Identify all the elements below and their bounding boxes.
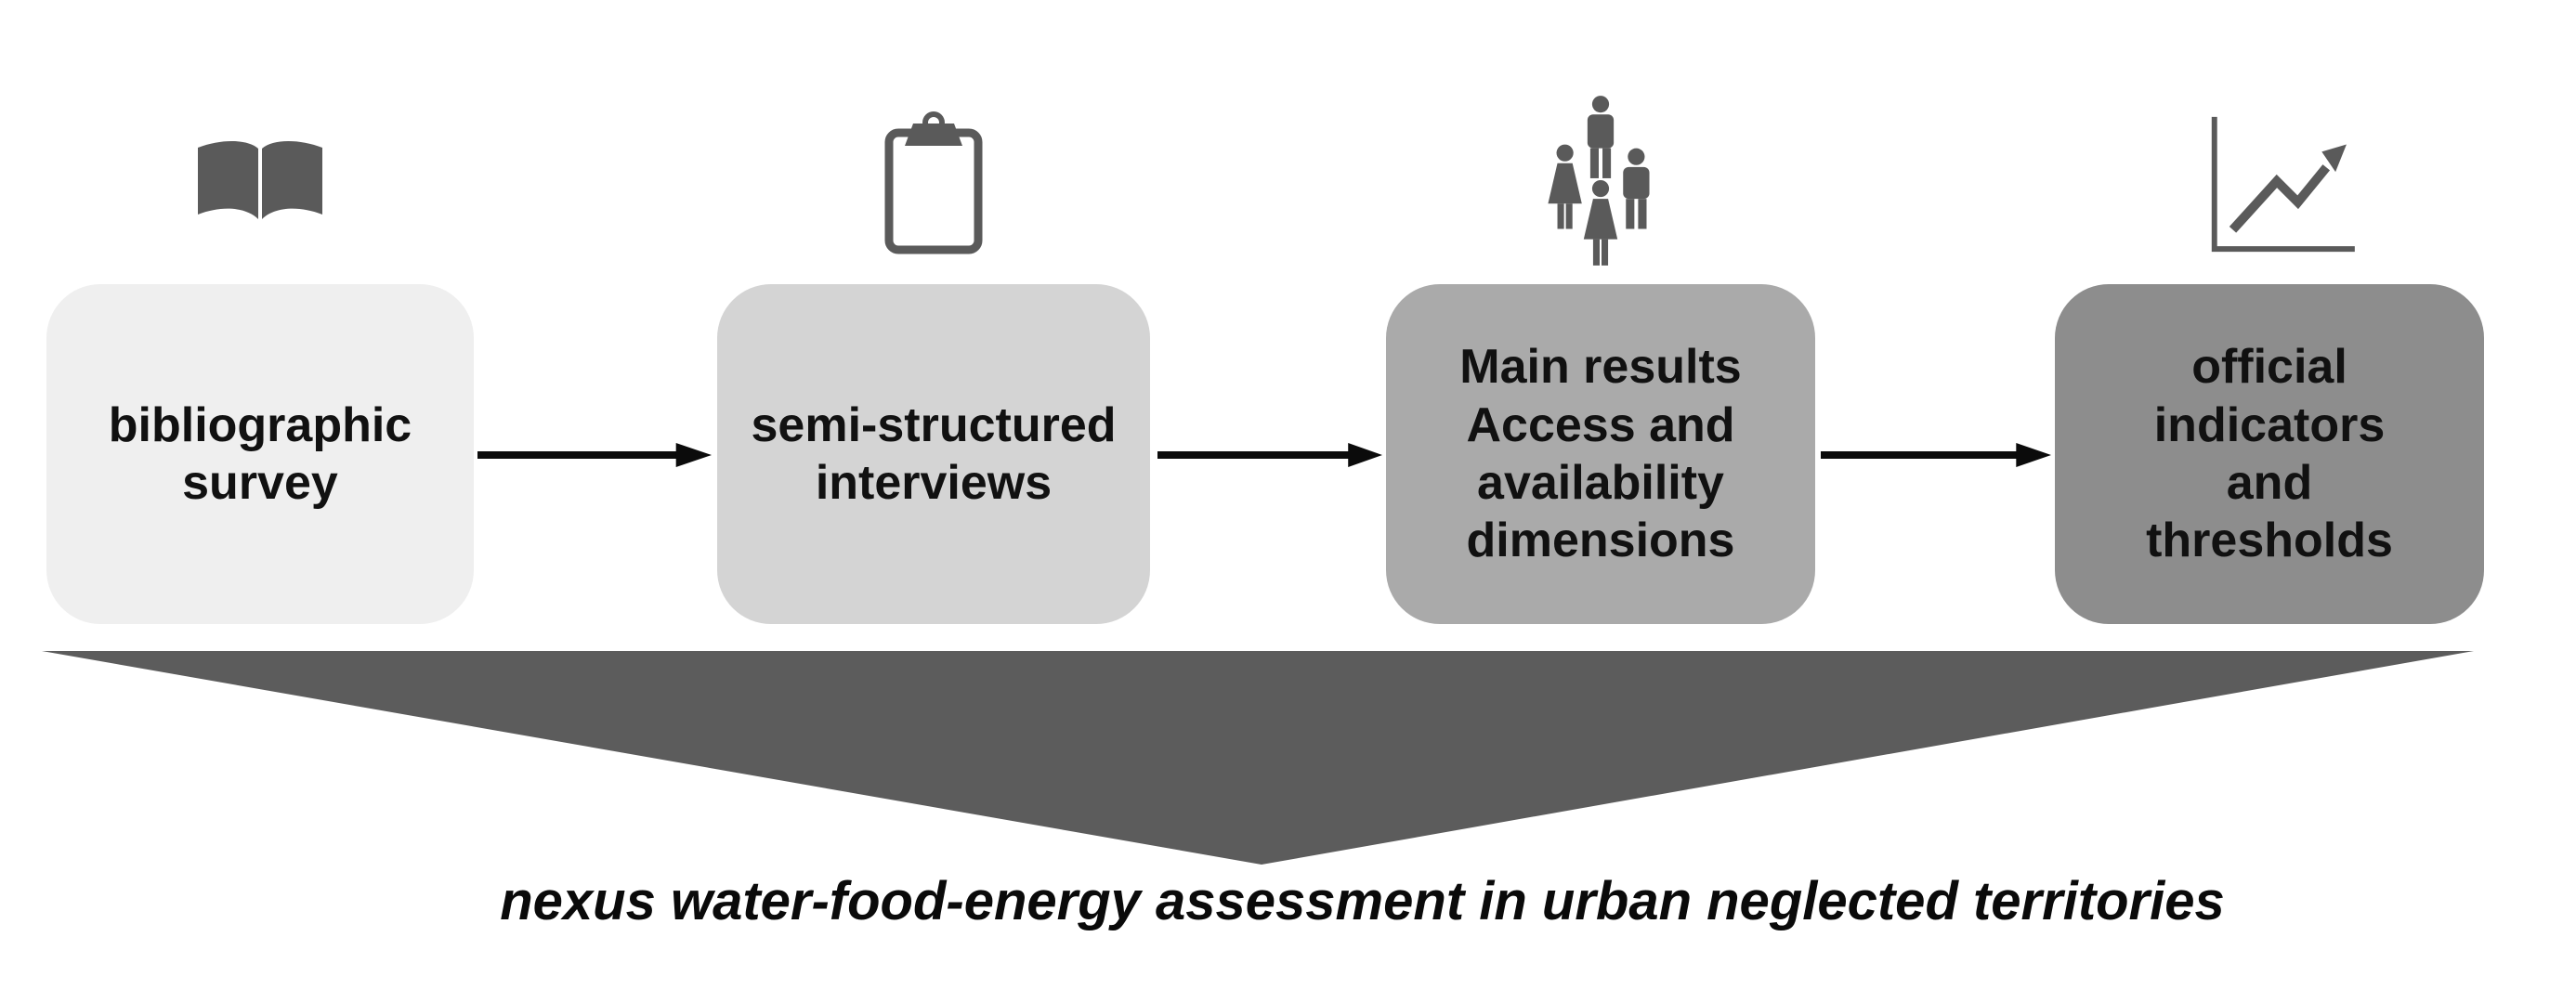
- people-group-icon: [1544, 89, 1657, 277]
- step-label-line: survey: [182, 456, 338, 510]
- funnel-triangle: [42, 651, 2474, 865]
- step-official-indicators: official indicators and thresholds: [2055, 0, 2484, 650]
- step-semi-structured-interviews: semi-structured interviews: [717, 0, 1150, 650]
- step-label-line: dimensions: [1466, 514, 1735, 568]
- step-label-line: thresholds: [2146, 514, 2393, 568]
- step-label-line: indicators: [2153, 397, 2386, 452]
- step-label-line: official: [2191, 340, 2347, 395]
- step-label-line: semi-structured: [751, 397, 1117, 452]
- clipboard-icon: [883, 108, 985, 256]
- step-box: Main results Access and availability dim…: [1386, 284, 1815, 624]
- step-label-line: Access and: [1466, 397, 1735, 452]
- step-label-line: Main results: [1459, 340, 1742, 395]
- step-label-line: interviews: [815, 456, 1053, 510]
- step-box: semi-structured interviews: [717, 284, 1150, 624]
- step-main-results: Main results Access and availability dim…: [1386, 0, 1815, 650]
- step-label: Main results Access and availability dim…: [1459, 338, 1741, 570]
- step-label: semi-structured interviews: [752, 397, 1117, 513]
- step-label-line: and: [2226, 456, 2313, 510]
- step-box: official indicators and thresholds: [2055, 284, 2484, 624]
- line-chart-icon: [2180, 110, 2359, 256]
- flow-arrow-3: [1821, 440, 2051, 470]
- flow-arrow-2: [1157, 440, 1382, 470]
- step-label: official indicators and thresholds: [2146, 338, 2393, 570]
- step-bibliographic-survey: bibliographic survey: [46, 0, 474, 650]
- open-book-icon: [190, 136, 330, 230]
- step-label-line: bibliographic: [108, 397, 412, 452]
- step-label-line: availability: [1477, 456, 1724, 510]
- step-box: bibliographic survey: [46, 284, 474, 624]
- step-label: bibliographic survey: [109, 397, 412, 513]
- diagram-caption: nexus water-food-energy assessment in ur…: [500, 871, 2225, 931]
- flow-arrow-1: [477, 440, 712, 470]
